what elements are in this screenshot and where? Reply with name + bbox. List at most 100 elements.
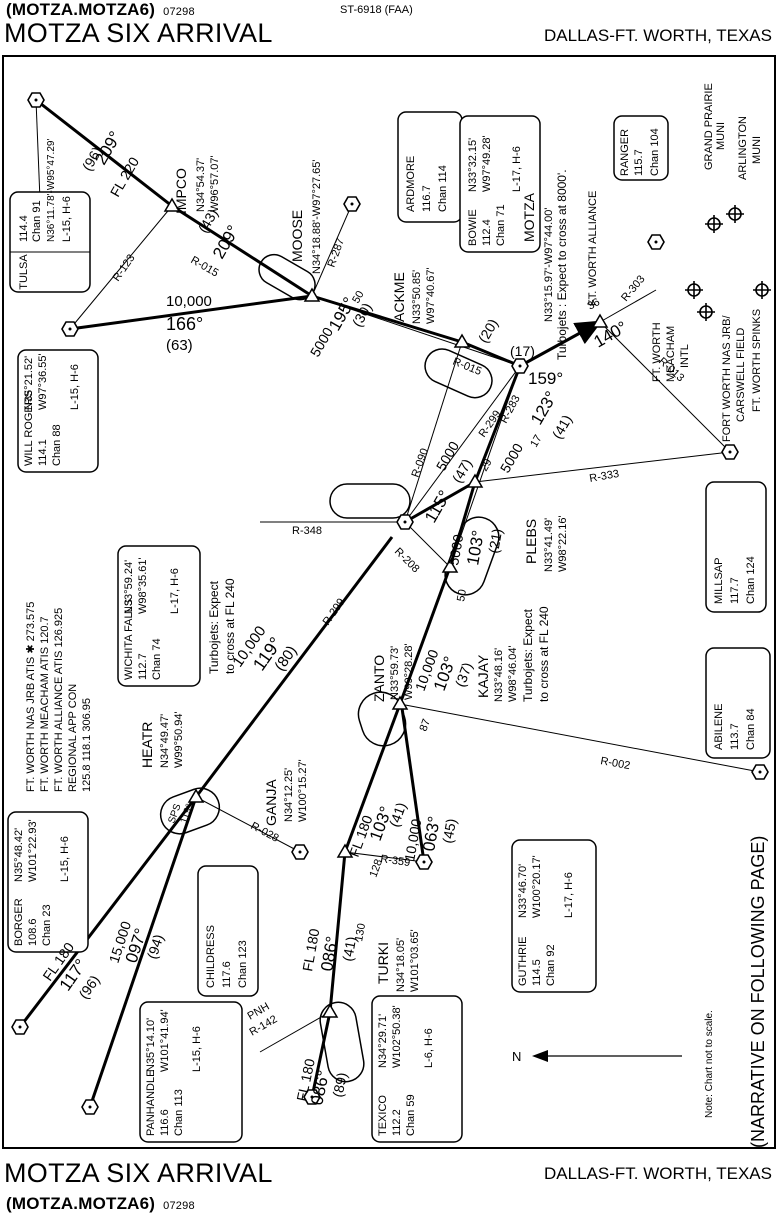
chart-label: (20) — [475, 316, 501, 346]
chart-label: (89) — [329, 1071, 350, 1099]
chart-label: 17 — [528, 433, 545, 450]
label-plebs: PLEBS — [523, 519, 539, 564]
chart-label: N36°11.78'-W95°47.29' — [46, 139, 57, 242]
radial-r123 — [69, 205, 173, 330]
chart-label: W97°49.28' — [481, 135, 493, 192]
chart-label: 112.7 — [137, 653, 149, 680]
chart-label: W100°15.27' — [297, 759, 309, 822]
label-ganja: GANJA — [263, 779, 279, 826]
chart-label: MEACHAM — [665, 326, 677, 382]
chart-label: R-090 — [410, 447, 432, 479]
chart-label: R-303 — [619, 273, 647, 304]
chart-label: 117.7 — [729, 577, 741, 604]
airport-grand-prairie — [704, 214, 724, 234]
label-moose: MOOSE — [289, 210, 305, 262]
route-guthrie-zanto — [400, 707, 426, 863]
route-tulsa-impco — [35, 98, 173, 208]
chart-label: 113.7 — [729, 723, 741, 750]
chart-label: 114.4 — [18, 215, 30, 242]
vor-panhandle — [81, 1099, 99, 1115]
chart-label: 5000 — [445, 533, 466, 567]
vor-ranger — [647, 234, 665, 250]
chart-label: L-17, H-6 — [563, 872, 575, 918]
chart-border — [2, 55, 776, 1149]
chart-label: (45) — [439, 817, 459, 844]
chart-label: W99°28.28' — [403, 643, 415, 700]
chart-label: Chan 59 — [405, 1094, 417, 1136]
chart-label: L-15, H-6 — [69, 364, 81, 410]
chart-label: L-17, H-6 — [511, 146, 523, 192]
box-abilene: ABILENE 113.7 Chan 84 — [705, 647, 771, 759]
scale-note: Note: Chart not to scale. — [704, 1010, 715, 1118]
airport-labels: GRAND PRAIRIE MUNI ARLINGTON MUNI FT. WO… — [587, 83, 763, 442]
atis-block: FT. WORTH NAS JRB ATIS ✱ 273.575 FT. WOR… — [25, 602, 93, 792]
chart-label: CARSWELL FIELD — [735, 328, 747, 422]
airport-nas-jrb — [696, 302, 716, 322]
chart-label: FT. WORTH SPINKS — [751, 309, 763, 412]
chart-label: 114.1 — [37, 439, 49, 466]
chart-label: N33°15.97'-W97°44.00' — [543, 207, 555, 322]
route-willrogers-moose — [69, 294, 313, 331]
chart-label: 87 — [418, 717, 433, 733]
chart-label: L-15, H-6 — [59, 836, 71, 882]
radial-r142 — [259, 1011, 331, 1053]
footer-code: (MOTZA.MOTZA6)07298 — [6, 1194, 195, 1213]
chart-label: 125.8 118.1 306.95 — [81, 698, 93, 792]
chart-location: DALLAS-FT. WORTH, TEXAS — [544, 26, 772, 45]
chart-label: Chan 113 — [173, 1089, 185, 1136]
chart-label: ARDMORE — [405, 156, 417, 212]
document-id: ST-6918 (FAA) — [340, 4, 413, 16]
chart-label: FT. WORTH ALLIANCE ATIS 126.925 — [53, 608, 65, 792]
chart-label: Chan 84 — [745, 708, 757, 750]
chart-label: ARLINGTON — [737, 116, 749, 180]
chart-label: R-208 — [392, 546, 422, 576]
chart-title: MOTZA SIX ARRIVAL — [4, 18, 273, 48]
chart-label: GRAND PRAIRIE — [703, 83, 715, 170]
fix-alliance — [592, 314, 608, 328]
vor-tulsa — [27, 92, 45, 108]
chart-label: N34°49.47' — [159, 714, 171, 768]
chart-label: RANGER — [619, 129, 631, 176]
chart-label: N34°18.05' — [395, 938, 407, 992]
chart-label: FT. WORTH NAS JRB ATIS ✱ 273.575 — [25, 602, 37, 792]
chart-label: L-15, H-6 — [61, 196, 73, 242]
chart-label: to cross at FL 240 — [537, 606, 551, 702]
chart-label: FT. WORTH MEACHAM ATIS 120.7 — [39, 616, 51, 792]
chart-label: W100°20.17' — [531, 855, 543, 918]
chart-label: R-299 — [321, 596, 348, 627]
route-borger-heatr — [18, 796, 198, 1028]
airport-arlington — [725, 204, 745, 224]
chart-label: N33°46.70' — [517, 864, 529, 918]
footer-location: DALLAS-FT. WORTH, TEXAS — [544, 1164, 772, 1183]
chart-label: Chan 114 — [437, 165, 449, 212]
chart-label: Chan 88 — [51, 424, 63, 466]
chart-label: (94) — [144, 932, 167, 961]
box-will-rogers: WILL ROGERS 114.1 Chan 88 N35°21.52' W97… — [17, 349, 99, 473]
chart-label: FT. WORTH — [651, 322, 663, 382]
chart-label: (41) — [549, 412, 575, 442]
chart-label: N35°21.52' — [23, 356, 35, 410]
chart-label: 115.7 — [633, 149, 645, 176]
box-tulsa: TULSA 114.4 Chan 91 N36°11.78'-W95°47.29… — [9, 139, 91, 293]
chart-label: W98°35.61' — [137, 557, 149, 614]
radial-r333 — [474, 451, 731, 483]
label-turki: TURKI — [375, 942, 391, 984]
vor-ardmore — [343, 196, 361, 212]
chart-label: W96°57.07' — [209, 155, 221, 212]
chart-label: INTL — [679, 344, 691, 368]
chart-label: L-6, H-6 — [423, 1028, 435, 1068]
radial-r359 — [344, 851, 425, 863]
route-ganja-zanto — [343, 703, 402, 853]
chart-label: MILLSAP — [713, 558, 725, 604]
route-heatr-sps — [194, 536, 394, 798]
chart-label: 36 — [586, 296, 603, 313]
radial-r013 — [599, 321, 731, 453]
airport-spinks — [752, 280, 772, 300]
route-moose-ackme — [311, 294, 463, 344]
chart-label: REGIONAL APP CON — [67, 684, 79, 792]
box-childress: CHILDRESS 117.6 Chan 123 — [197, 865, 259, 997]
box-bowie: BOWIE 112.4 Chan 71 N33°32.15' W97°49.28… — [459, 115, 541, 253]
chart-label: W97°40.67' — [425, 267, 437, 324]
chart-label: R-348 — [292, 525, 322, 537]
vor-childress — [291, 844, 309, 860]
